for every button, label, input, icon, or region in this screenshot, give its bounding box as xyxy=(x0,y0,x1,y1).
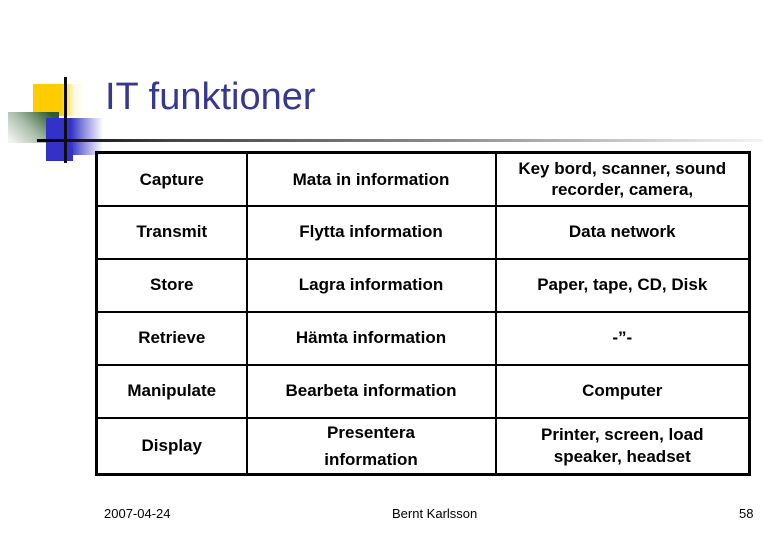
table-cell: Manipulate xyxy=(95,363,248,419)
footer-page-number: 58 xyxy=(739,506,754,521)
table-cell: Printer, screen, load speaker, headset xyxy=(494,416,751,476)
footer-author: Bernt Karlsson xyxy=(392,506,478,521)
table-cell: Presentera information xyxy=(245,416,497,476)
table-row: Display Presentera information Printer, … xyxy=(95,416,751,476)
table-row: Manipulate Bearbeta information Computer xyxy=(95,363,751,419)
table-cell: Mata in information xyxy=(245,151,497,207)
title-underline-rule xyxy=(37,139,763,142)
table-cell: Transmit xyxy=(95,204,248,260)
table-cell: Display xyxy=(95,416,248,476)
table-cell: Bearbeta information xyxy=(245,363,497,419)
table-cell: Data network xyxy=(494,204,751,260)
table-cell: Computer xyxy=(494,363,751,419)
table-cell: Capture xyxy=(95,151,248,207)
table-cell: -”- xyxy=(494,310,751,366)
table-cell: Hämta information xyxy=(245,310,497,366)
it-functions-table: Capture Mata in information Key bord, sc… xyxy=(95,151,751,476)
table-row: Retrieve Hämta information -”- xyxy=(95,310,751,366)
footer-date: 2007-04-24 xyxy=(104,506,171,521)
table-row: Store Lagra information Paper, tape, CD,… xyxy=(95,257,751,313)
table-cell: Lagra information xyxy=(245,257,497,313)
table-row: Capture Mata in information Key bord, sc… xyxy=(95,151,751,207)
table-cell: Flytta information xyxy=(245,204,497,260)
slide-footer: 2007-04-24 Bernt Karlsson 58 xyxy=(0,506,780,526)
table-cell: Retrieve xyxy=(95,310,248,366)
deco-vertical-crosshair-line xyxy=(64,77,67,163)
table-cell: Key bord, scanner, sound recorder, camer… xyxy=(494,151,751,207)
table-cell: Store xyxy=(95,257,248,313)
table-row: Transmit Flytta information Data network xyxy=(95,204,751,260)
deco-blue-tab xyxy=(46,148,73,161)
deco-yellow-square xyxy=(33,84,84,116)
slide-title: IT funktioner xyxy=(105,76,316,118)
table-cell: Paper, tape, CD, Disk xyxy=(494,257,751,313)
